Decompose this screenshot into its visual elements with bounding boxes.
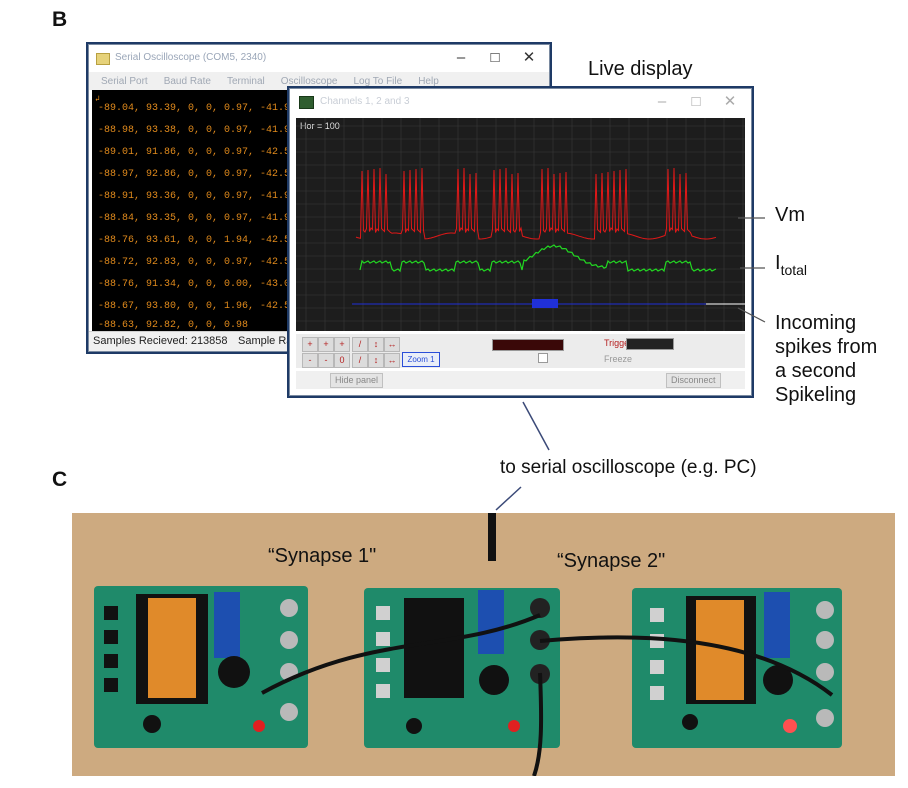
to-serial-label: to serial oscilloscope (e.g. PC)	[500, 457, 757, 478]
serial-window-title: Serial Oscilloscope (COM5, 2340)	[115, 52, 267, 63]
synapse-cable-1	[261, 613, 541, 695]
terminal-line: -88.67, 93.80, 0, 0, 1.96, -42.50↲	[98, 301, 303, 312]
oscilloscope-plot[interactable]: Hor = 100	[296, 118, 745, 331]
trace-canvas	[296, 118, 745, 331]
control-button[interactable]: +	[318, 337, 334, 352]
hide-panel-button[interactable]: Hide panel	[330, 373, 384, 388]
synapse-cable-2	[539, 635, 834, 697]
vm-label: Vm	[775, 204, 805, 226]
incoming-line-3: a second	[775, 360, 857, 382]
usb-connector	[495, 486, 522, 511]
osc-connector	[522, 401, 550, 451]
terminal-line: -88.76, 93.61, 0, 0, 1.94, -42.50↲	[98, 235, 303, 246]
menu-baud-rate[interactable]: Baud Rate	[163, 75, 211, 87]
menu-serial-port[interactable]: Serial Port	[101, 75, 148, 87]
maximize-icon[interactable]: □	[691, 93, 701, 110]
control-button[interactable]: ↕	[368, 353, 384, 368]
level-meter	[492, 339, 564, 351]
control-button[interactable]: ↔	[384, 337, 400, 352]
control-button[interactable]: -	[318, 353, 334, 368]
menu-help[interactable]: Help	[418, 75, 439, 87]
terminal-line: -88.84, 93.35, 0, 0, 0.97, -41.98↲	[98, 213, 303, 224]
live-oscilloscope-window: Channels 1, 2 and 3 – □ ✕ Hor = 100 + + …	[289, 88, 752, 396]
terminal-line: -88.72, 92.83, 0, 0, 0.97, -42.50↲	[98, 257, 303, 268]
board-middle	[364, 588, 560, 748]
minimize-icon[interactable]: –	[456, 49, 466, 66]
terminal-line: -89.04, 93.39, 0, 0, 0.97, -41.98↲	[98, 103, 303, 114]
checkbox[interactable]	[538, 353, 548, 363]
menu-oscilloscope[interactable]: Oscilloscope	[280, 75, 338, 87]
osc-window-title: Channels 1, 2 and 3	[320, 96, 410, 107]
app-icon	[96, 53, 110, 65]
synapse-1-label: “Synapse 1"	[268, 545, 377, 567]
terminal-line: -88.91, 93.36, 0, 0, 0.97, -41.98↲	[98, 191, 303, 202]
synapse-2-label: “Synapse 2"	[557, 550, 666, 572]
trigger-label[interactable]: Trigger	[604, 338, 633, 348]
control-button[interactable]: /	[352, 353, 368, 368]
close-icon[interactable]: ✕	[723, 93, 737, 110]
terminal-line: -89.01, 91.86, 0, 0, 0.97, -42.50↲	[98, 147, 303, 158]
incoming-line-4: Spikeling	[775, 384, 857, 406]
terminal-line: -88.76, 91.34, 0, 0, 0.00, -43.01↲	[98, 279, 303, 290]
minimize-icon[interactable]: –	[657, 93, 667, 110]
incoming-line-1: Incoming	[775, 312, 857, 334]
board-left	[94, 586, 308, 748]
trigger-field[interactable]	[626, 338, 674, 350]
control-button[interactable]: +	[302, 337, 318, 352]
control-button[interactable]: ↔	[384, 353, 400, 368]
spike-burst	[532, 299, 558, 308]
control-button[interactable]: /	[352, 337, 368, 352]
control-button[interactable]: 0	[334, 353, 350, 368]
disconnect-button[interactable]: Disconnect	[666, 373, 721, 388]
app-icon	[299, 96, 314, 109]
samples-received: Samples Recieved: 213858	[93, 335, 228, 347]
vm-trace	[355, 167, 717, 240]
panel-letter-c: C	[52, 468, 68, 491]
board-right	[632, 588, 842, 748]
menu-terminal[interactable]: Terminal	[226, 75, 265, 87]
zoom-button[interactable]: Zoom 1	[402, 352, 440, 367]
terminal-line: -88.63, 92.82, 0, 0, 0.98	[98, 320, 249, 331]
control-button[interactable]: +	[334, 337, 350, 352]
panel-letter-b: B	[52, 8, 68, 31]
oscilloscope-controls: + + + / ↕ ↔ - - 0 / ↕ ↔ Zoom 1 Trigger F…	[296, 334, 745, 368]
osc-window-titlebar: Channels 1, 2 and 3 – □ ✕	[290, 89, 751, 115]
control-button[interactable]: -	[302, 353, 318, 368]
oscilloscope-bottombar: Hide panel Disconnect	[296, 371, 745, 389]
terminal-line: -88.98, 93.38, 0, 0, 0.97, -41.98↲	[98, 125, 303, 136]
incoming-line-2: spikes from	[775, 336, 878, 358]
close-icon[interactable]: ✕	[522, 49, 536, 66]
maximize-icon[interactable]: □	[490, 49, 500, 66]
control-button[interactable]: ↕	[368, 337, 384, 352]
live-display-label: Live display	[588, 58, 693, 80]
itotal-label: Itotal	[775, 252, 808, 278]
out-cable	[532, 672, 544, 776]
freeze-label[interactable]: Freeze	[604, 354, 633, 364]
terminal-line: -88.97, 92.86, 0, 0, 0.97, -42.50↲	[98, 169, 303, 180]
serial-menubar: Serial Port Baud Rate Terminal Oscillosc…	[89, 72, 549, 90]
spikeling-boards-photo	[72, 513, 895, 776]
menu-log-to-file[interactable]: Log To File	[353, 75, 403, 87]
itotal-trace	[359, 244, 717, 273]
serial-window-titlebar: Serial Oscilloscope (COM5, 2340) – □ ✕	[89, 45, 549, 72]
